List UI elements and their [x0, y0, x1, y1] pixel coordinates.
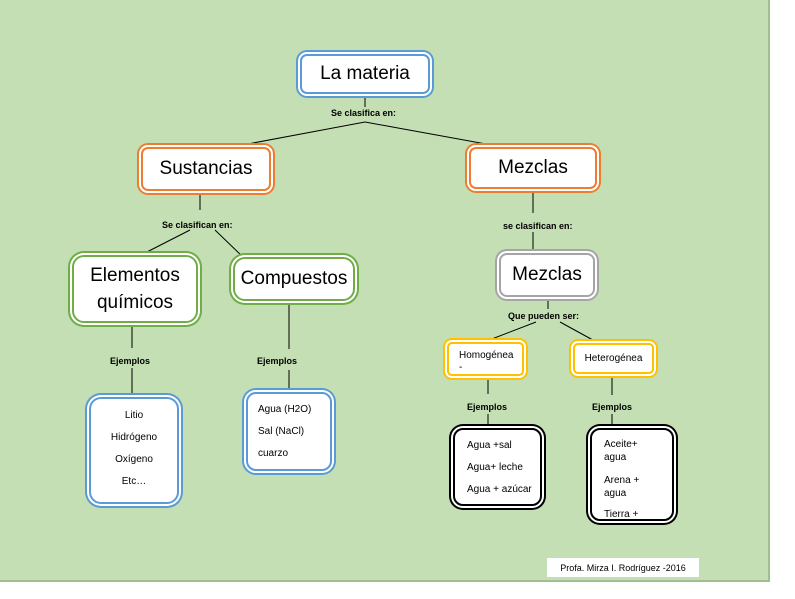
- node-compuestos-label: Compuestos: [240, 268, 348, 289]
- line-mezclas-homogenea: [483, 321, 537, 343]
- node-mezclas-tipos-label: Mezclas: [512, 264, 582, 285]
- example-item: Agua +sal: [467, 440, 512, 451]
- node-homogenea-label-2: -: [459, 362, 463, 373]
- line-mezclas-heterogenea: [559, 321, 603, 346]
- ejemplos-label-compuestos: Ejemplos: [257, 356, 298, 366]
- examples-heterogenea: Aceite+ agua Arena + agua Tierra +: [590, 428, 674, 521]
- examples-compuestos: Agua (H2O) Sal (NaCl) cuarzo: [246, 392, 332, 471]
- ejemplos-label-heterogenea: Ejemplos: [592, 402, 633, 412]
- node-la-materia: La materia: [300, 54, 430, 94]
- connector-label-sustancias: Se clasifican en:: [162, 220, 233, 230]
- node-la-materia-label: La materia: [320, 63, 410, 84]
- example-item: Agua (H2O): [258, 404, 312, 415]
- node-homogenea: Homogénea -: [447, 342, 524, 376]
- node-sustancias-label: Sustancias: [159, 158, 253, 179]
- example-item: Sal (NaCl): [258, 426, 305, 437]
- line-root-right: [364, 121, 498, 147]
- ejemplos-label-elementos: Ejemplos: [110, 356, 151, 366]
- ejemplos-label-homogenea: Ejemplos: [467, 402, 508, 412]
- example-item: Hidrógeno: [110, 432, 158, 443]
- line-root-left: [236, 121, 366, 147]
- connector-label-mezclas: se clasifican en:: [503, 221, 573, 231]
- node-heterogenea-label: Heterogénea: [584, 353, 643, 364]
- example-item: Etc…: [121, 476, 147, 487]
- author-credit: Profa. Mirza I. Rodríguez -2016: [547, 558, 699, 577]
- node-sustancias: Sustancias: [141, 147, 271, 191]
- example-item: Tierra +: [604, 509, 639, 520]
- node-elementos-label-2: químicos: [96, 292, 174, 313]
- page-margin: [782, 0, 795, 599]
- node-compuestos: Compuestos: [233, 257, 355, 301]
- examples-elementos: Litio Hidrógeno Oxígeno Etc…: [89, 397, 179, 504]
- example-item: Litio: [124, 410, 144, 421]
- node-elementos-label-1: Elementos: [90, 265, 180, 286]
- connector-label-root: Se clasifica en:: [331, 108, 397, 118]
- node-mezclas-tipos: Mezclas: [499, 253, 595, 297]
- node-mezclas-label: Mezclas: [498, 157, 568, 178]
- node-mezclas: Mezclas: [469, 147, 597, 189]
- node-elementos-quimicos: Elementos químicos: [72, 255, 198, 323]
- line-sustancias-left: [142, 229, 191, 255]
- examples-homogenea: Agua +sal Agua+ leche Agua + azúcar: [453, 428, 542, 506]
- connector-label-mezclas-inner: Que pueden ser:: [508, 311, 580, 321]
- example-item: Agua+ leche: [467, 462, 523, 473]
- example-item: cuarzo: [258, 448, 289, 459]
- node-heterogenea: Heterogénea: [573, 343, 654, 374]
- example-item: Oxígeno: [115, 454, 153, 465]
- example-item: Arena + agua: [604, 475, 640, 499]
- example-item: Aceite+ agua: [604, 439, 638, 463]
- example-item: Agua + azúcar: [467, 484, 532, 495]
- line-sustancias-right: [214, 229, 245, 259]
- author-credit-text: Profa. Mirza I. Rodríguez -2016: [560, 562, 686, 573]
- node-homogenea-label-1: Homogénea: [459, 350, 514, 361]
